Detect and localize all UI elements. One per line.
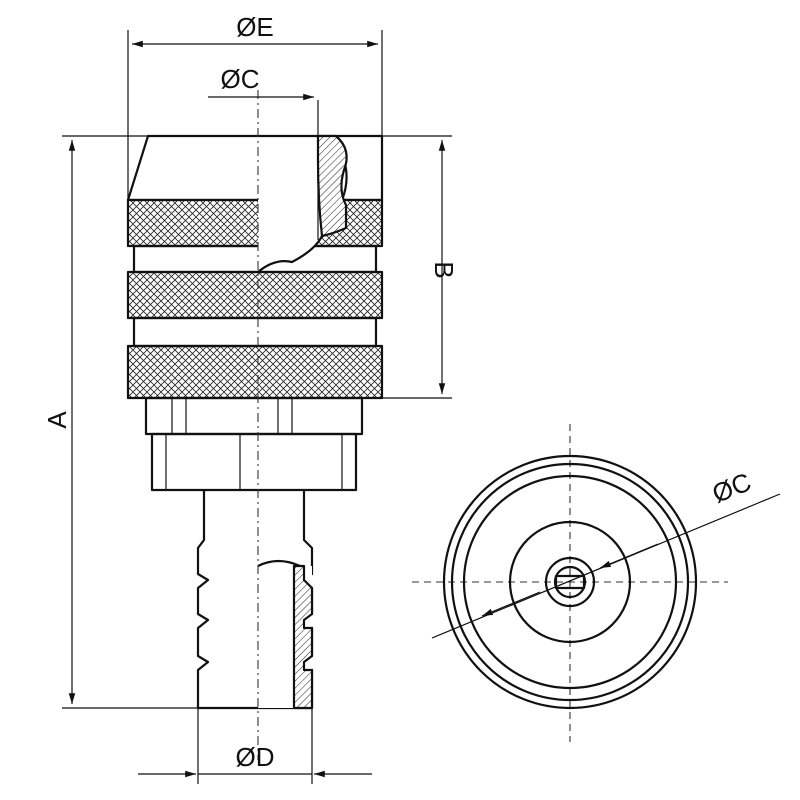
knurled-band-3 <box>126 344 384 400</box>
dim-c-top-label: ØC <box>221 64 260 94</box>
end-view-outer-ring <box>442 454 698 710</box>
hose-tail-wall-hatch <box>292 564 314 710</box>
dim-c-end-label: ØC <box>708 466 755 508</box>
end-view-outer-ring-inner <box>450 462 690 702</box>
cutaway-wall-hatch <box>316 134 348 238</box>
end-view-bore <box>508 520 632 644</box>
knurled-band-2 <box>126 270 384 320</box>
hex-nut-upper <box>144 396 364 436</box>
end-view-face <box>462 474 678 690</box>
band-gap-2 <box>132 316 378 348</box>
side-view <box>126 90 384 760</box>
band-gap-1 <box>132 244 378 274</box>
end-view-valve-slot <box>554 574 586 590</box>
dim-d-label: ØD <box>236 742 275 772</box>
dim-a-label: A <box>42 411 72 429</box>
hex-nut-lower <box>150 432 358 492</box>
end-view: ØC <box>412 424 781 742</box>
hose-tail-break <box>257 559 301 568</box>
dim-e-label: ØE <box>236 12 274 42</box>
dim-b-label: B <box>429 261 459 278</box>
dimensions: ØE ØC A B ØD <box>42 12 459 784</box>
dim-c-end-arrow-left <box>481 591 541 617</box>
dim-c-end-arrow-right <box>599 543 659 569</box>
end-view-valve-outer <box>544 556 596 608</box>
